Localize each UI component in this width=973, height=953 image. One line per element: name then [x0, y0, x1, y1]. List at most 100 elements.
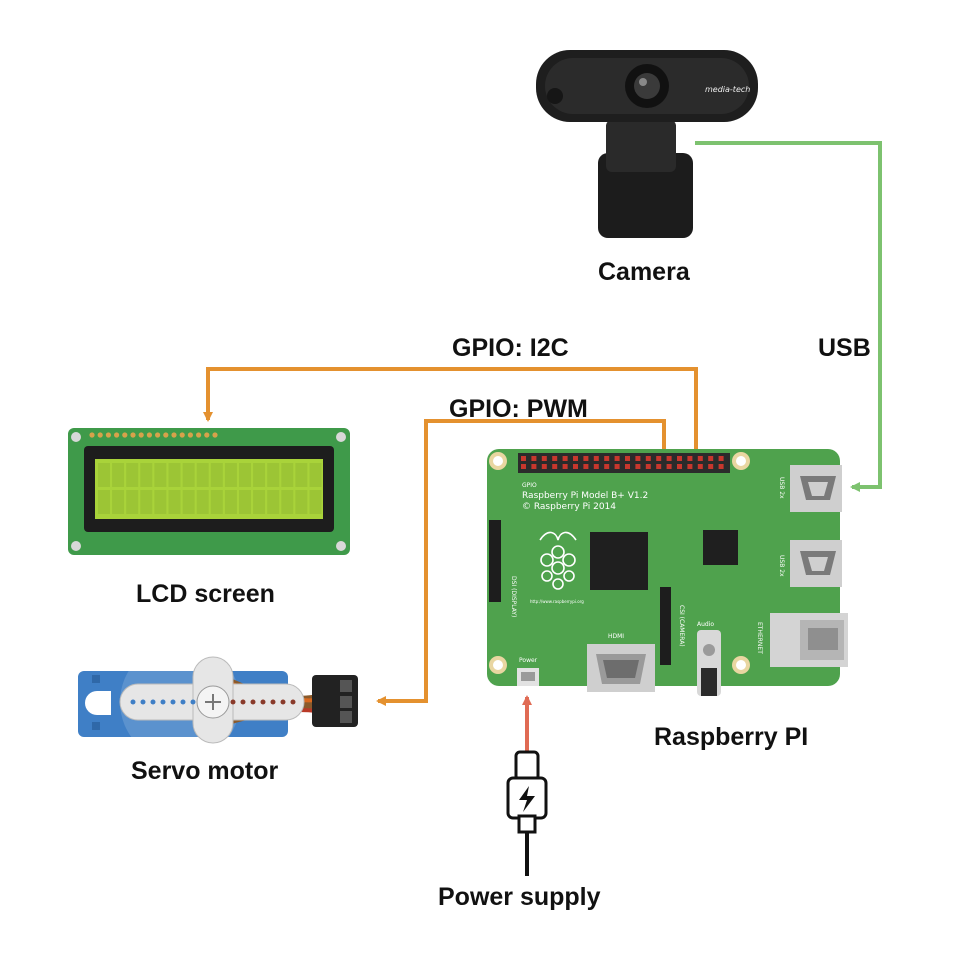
gpio-pin — [666, 464, 672, 469]
gpio-pin — [708, 456, 714, 461]
gpio-pin — [531, 456, 537, 461]
lcd-pin — [114, 432, 120, 438]
lcd-label: LCD screen — [136, 580, 275, 608]
gpio-pin — [573, 456, 578, 461]
i2c-connection-label: GPIO: I2C — [452, 334, 569, 362]
lcd-character-cell — [154, 490, 167, 514]
lcd-pin — [212, 432, 218, 438]
gpio-pin — [614, 464, 620, 469]
pwm-connection-label: GPIO: PWM — [449, 395, 588, 423]
board-audio-text: Audio — [697, 621, 714, 628]
usb-connection-line — [695, 141, 882, 492]
lcd-pin — [155, 432, 161, 438]
gpio-pin — [573, 464, 578, 469]
board-hdmi-text: HDMI — [608, 633, 624, 640]
gpio-pin — [687, 456, 693, 461]
lcd-character-cell — [224, 463, 237, 487]
lcd-character-cell — [182, 463, 195, 487]
board-ethernet-text: ETHERNET — [756, 622, 763, 654]
gpio-pin — [552, 456, 558, 461]
servo-horn-hole — [260, 699, 266, 705]
camera-brand-logo: media-tech — [705, 85, 750, 94]
gpio-pin — [656, 456, 662, 461]
gpio-pin — [697, 456, 703, 461]
lcd-pin — [187, 432, 193, 438]
usb-connection-label: USB — [818, 334, 871, 362]
gpio-pin — [687, 464, 693, 469]
gpio-pin — [583, 464, 589, 469]
lcd-character-cell — [112, 490, 125, 514]
lcd-character-cell — [168, 463, 181, 487]
gpio-pin — [677, 456, 682, 461]
gpio-pin — [697, 464, 703, 469]
lcd-pin — [130, 432, 136, 438]
lcd-character-cell — [239, 490, 251, 514]
power-cable-icon — [506, 750, 548, 876]
board-dsi-text: DSI (DISPLAY) — [510, 576, 517, 617]
gpio-pin — [552, 464, 558, 469]
gpio-pin — [583, 456, 589, 461]
raspberry-logo — [539, 531, 577, 590]
lcd-device — [68, 428, 350, 555]
servo-horn-hole — [170, 699, 176, 705]
lcd-character-cell — [253, 463, 266, 487]
gpio-pin — [541, 464, 547, 469]
servo-horn-hole — [130, 699, 136, 705]
gpio-pin — [531, 464, 537, 469]
lcd-character-cell — [239, 463, 251, 487]
lcd-character-cell — [126, 463, 139, 487]
lcd-pin — [138, 432, 144, 438]
board-usb1-text: USB 2x — [778, 477, 785, 499]
lcd-character-cell — [168, 490, 181, 514]
servo-horn-hole — [280, 699, 286, 705]
board-csi-text: CSI (CAMERA) — [678, 605, 685, 647]
gpio-pin — [677, 464, 682, 469]
lcd-character-cell — [196, 490, 209, 514]
gpio-pin — [521, 456, 526, 461]
servo-horn-hole — [150, 699, 156, 705]
gpio-pin — [541, 456, 547, 461]
board-url-text: http://www.raspberrypi.org — [530, 599, 584, 604]
camera-label: Camera — [598, 258, 690, 286]
raspberry-pi-board: GPIO Raspberry Pi Model B+ V1.2 © Raspbe… — [487, 449, 848, 696]
lcd-character-cell — [98, 490, 110, 514]
lcd-character-cell — [112, 463, 125, 487]
gpio-pin — [562, 464, 568, 469]
lcd-character-cell — [295, 490, 308, 514]
servo-horn-hole — [240, 699, 246, 705]
gpio-pin — [708, 464, 714, 469]
lcd-character-cell — [196, 463, 209, 487]
servo-horn-hole — [190, 699, 196, 705]
lcd-character-cell — [309, 463, 322, 487]
servo-horn-hole — [270, 699, 276, 705]
gpio-pin — [604, 464, 610, 469]
lcd-character-cell — [210, 490, 223, 514]
board-power-text: Power — [519, 657, 538, 664]
gpio-pin — [718, 456, 724, 461]
lcd-pin — [89, 432, 95, 438]
lcd-character-cell — [267, 463, 280, 487]
lcd-pin — [146, 432, 152, 438]
board-usb2-text: USB 2x — [778, 555, 785, 577]
gpio-pin — [645, 464, 651, 469]
gpio-pin — [635, 456, 641, 461]
lcd-character-cell — [154, 463, 167, 487]
lcd-character-cell — [224, 490, 237, 514]
servo-horn-hole — [160, 699, 166, 705]
lcd-pin — [97, 432, 103, 438]
servo-horn-hole — [180, 699, 186, 705]
lcd-character-cell — [140, 463, 153, 487]
lcd-character-cell — [182, 490, 195, 514]
board-gpio-text: GPIO — [522, 482, 537, 489]
camera-device: media-tech — [536, 50, 758, 238]
gpio-pin — [593, 456, 599, 461]
lcd-character-cell — [295, 463, 308, 487]
lcd-pin — [196, 432, 202, 438]
gpio-pin — [614, 456, 620, 461]
gpio-pin — [521, 464, 526, 469]
gpio-pin — [718, 464, 724, 469]
lcd-character-cell — [210, 463, 223, 487]
lcd-character-cell — [98, 463, 110, 487]
gpio-pin — [656, 464, 662, 469]
